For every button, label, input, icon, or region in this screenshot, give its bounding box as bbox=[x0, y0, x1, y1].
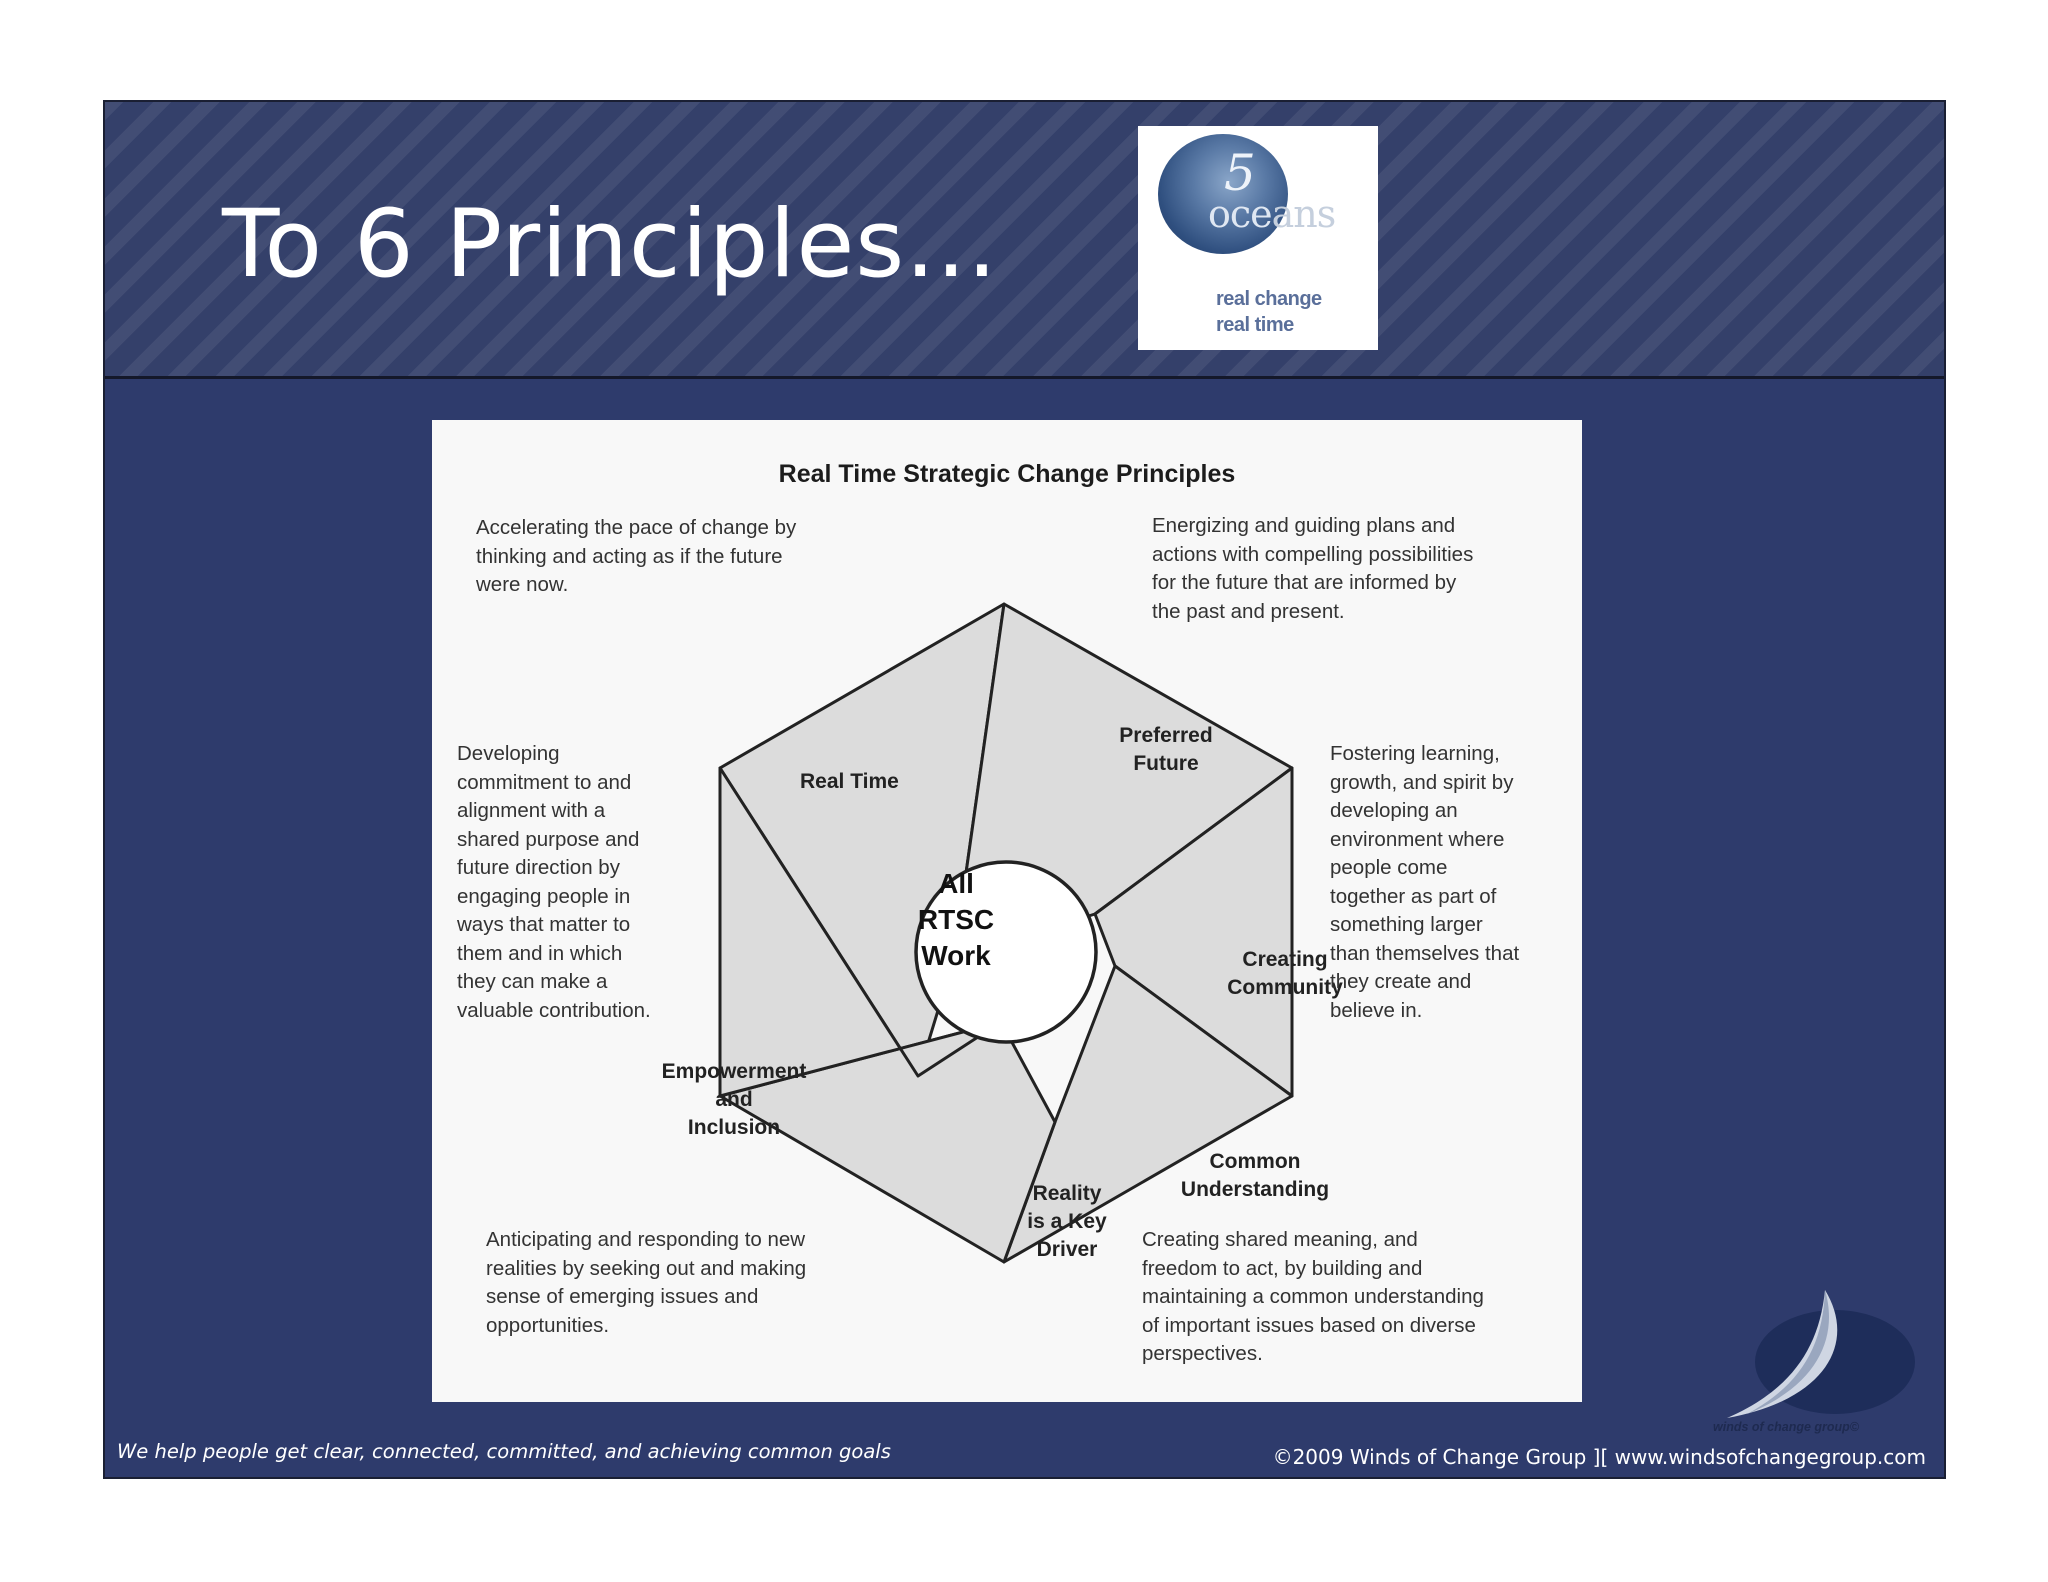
hexagon-diagram bbox=[718, 602, 1294, 1264]
logo-tagline: real change real time bbox=[1216, 286, 1322, 338]
desc-line: Energizing and guiding plans and bbox=[1152, 514, 1456, 537]
diagram-panel: Real Time Strategic Change Principles Al… bbox=[432, 420, 1582, 1402]
label-empowerment-line1: Empowerment bbox=[661, 1060, 807, 1083]
desc-line: for the future that are informed by bbox=[1152, 571, 1457, 594]
desc-line: Anticipating and responding to new bbox=[486, 1228, 806, 1251]
desc-line: engaging people in bbox=[457, 884, 631, 908]
desc-line: freedom to act, by building and bbox=[1142, 1256, 1423, 1280]
footer-copyright: ©2009 Winds of Change Group ][ www.winds… bbox=[1272, 1445, 1926, 1469]
slide-title: To 6 Principles... bbox=[222, 190, 998, 299]
desc-line: believe in. bbox=[1330, 998, 1423, 1022]
desc-line: valuable contribution. bbox=[457, 998, 651, 1022]
desc-line: than themselves that bbox=[1330, 941, 1520, 965]
center-circle bbox=[914, 860, 1098, 1044]
desc-line: thinking and acting as if the future bbox=[476, 544, 783, 568]
segment-empowerment-shape bbox=[718, 766, 1003, 1098]
desc-line: sense of emerging issues and bbox=[486, 1285, 759, 1308]
label-empowerment-line3: Inclusion bbox=[687, 1116, 781, 1139]
label-creating-community-line2: Community bbox=[1227, 976, 1343, 999]
desc-line: were now. bbox=[476, 573, 569, 596]
desc-line: commitment to and bbox=[457, 770, 632, 794]
label-empowerment-line2: and bbox=[715, 1088, 753, 1111]
desc-line: people come bbox=[1330, 856, 1448, 879]
desc-line: perspectives. bbox=[1142, 1342, 1263, 1365]
desc-line: actions with compelling possibilities bbox=[1152, 542, 1474, 566]
footer-tagline: We help people get clear, connected, com… bbox=[117, 1440, 891, 1463]
desc-creating-community: Fostering learning, growth, and spirit b… bbox=[1330, 740, 1519, 1025]
label-reality-line3: Driver bbox=[1036, 1238, 1098, 1261]
five-oceans-logo: 5 oceans real change real time bbox=[1138, 126, 1378, 350]
winds-logo-text: winds of change group© bbox=[1713, 1420, 1860, 1434]
desc-line: developing an bbox=[1330, 799, 1458, 822]
center-label-line1: All bbox=[938, 868, 974, 899]
logo-numeral: 5 bbox=[1224, 144, 1256, 202]
desc-line: realities by seeking out and making bbox=[486, 1256, 807, 1280]
desc-line: maintaining a common understanding bbox=[1142, 1285, 1484, 1308]
desc-line: growth, and spirit by bbox=[1330, 770, 1514, 794]
label-common-understanding-line2: Understanding bbox=[1180, 1178, 1330, 1201]
desc-line: the past and present. bbox=[1152, 599, 1345, 623]
desc-line: together as part of bbox=[1330, 884, 1497, 908]
desc-line: Developing bbox=[457, 742, 560, 765]
desc-line: shared purpose and bbox=[457, 827, 640, 851]
logo-tagline-line1: real change bbox=[1216, 288, 1322, 310]
slide-header: To 6 Principles... 5 oceans real change … bbox=[105, 102, 1944, 379]
label-preferred-future-line1: Preferred bbox=[1119, 724, 1213, 747]
desc-line: environment where bbox=[1330, 827, 1505, 851]
sail-logo-icon bbox=[1727, 1290, 1915, 1418]
label-creating-community: Creating Community bbox=[1215, 946, 1355, 1002]
label-reality-line2: is a Key bbox=[1027, 1210, 1107, 1233]
logo-tagline-line2: real time bbox=[1216, 314, 1294, 336]
label-creating-community-line1: Creating bbox=[1242, 948, 1328, 971]
desc-common-understanding: Creating shared meaning, and freedom to … bbox=[1142, 1226, 1484, 1369]
desc-line: Creating shared meaning, and bbox=[1142, 1228, 1418, 1251]
center-label-line3: Work bbox=[921, 940, 991, 971]
label-preferred-future-line2: Future bbox=[1133, 752, 1199, 775]
desc-preferred-future: Energizing and guiding plans and actions… bbox=[1152, 512, 1473, 626]
desc-line: Accelerating the pace of change by bbox=[476, 516, 797, 539]
logo-word: oceans bbox=[1208, 192, 1337, 236]
desc-line: ways that matter to bbox=[457, 913, 631, 936]
label-preferred-future: Preferred Future bbox=[1106, 722, 1226, 778]
desc-line: Fostering learning, bbox=[1330, 742, 1500, 765]
slide: To 6 Principles... 5 oceans real change … bbox=[103, 100, 1946, 1479]
desc-line: of important issues based on diverse bbox=[1142, 1313, 1476, 1337]
center-label: All RTSC Work bbox=[851, 866, 1061, 974]
desc-line: future direction by bbox=[457, 856, 620, 879]
desc-line: something larger bbox=[1330, 913, 1483, 936]
diagram-title: Real Time Strategic Change Principles bbox=[778, 460, 1236, 488]
desc-line: they create and bbox=[1330, 970, 1472, 993]
label-reality: Reality is a Key Driver bbox=[1012, 1180, 1122, 1264]
center-label-line2: RTSC bbox=[917, 904, 995, 935]
desc-line: alignment with a bbox=[457, 799, 606, 822]
label-real-time: Real Time bbox=[800, 770, 899, 793]
desc-line: they can make a bbox=[457, 970, 608, 993]
globe-icon bbox=[1158, 134, 1288, 254]
desc-line: them and in which bbox=[457, 941, 623, 965]
label-reality-line1: Reality bbox=[1032, 1182, 1102, 1205]
desc-line: opportunities. bbox=[486, 1313, 610, 1337]
logo-word-last: ans bbox=[1271, 192, 1337, 236]
desc-real-time: Accelerating the pace of change by think… bbox=[476, 514, 796, 600]
label-common-understanding-line1: Common bbox=[1209, 1150, 1301, 1173]
desc-empowerment: Developing commitment to and alignment w… bbox=[457, 740, 651, 1025]
label-common-understanding: Common Understanding bbox=[1165, 1148, 1345, 1204]
logo-word-first: oce bbox=[1208, 192, 1273, 236]
label-empowerment: Empowerment and Inclusion bbox=[644, 1058, 824, 1142]
desc-reality: Anticipating and responding to new reali… bbox=[486, 1226, 806, 1340]
